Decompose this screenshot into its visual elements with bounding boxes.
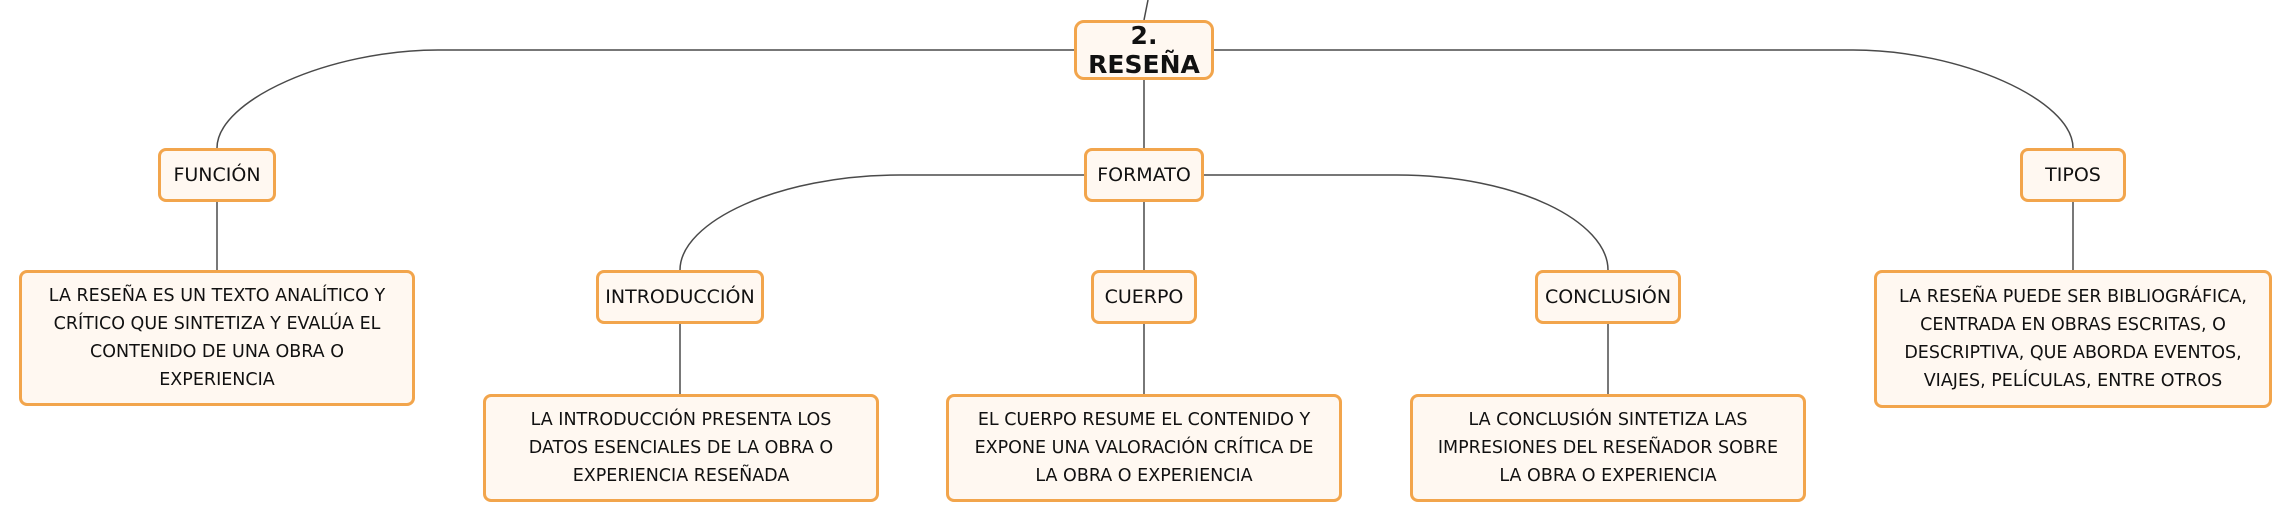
- root-node[interactable]: 2. RESEÑA: [1074, 20, 1214, 80]
- connector-parent-root: [1143, 0, 1149, 21]
- funcion-label: FUNCIÓN: [173, 164, 261, 186]
- funcion-desc-node[interactable]: LA RESEÑA ES UN TEXTO ANALÍTICO Y CRÍTIC…: [19, 270, 415, 406]
- conclusion-node[interactable]: CONCLUSIÓN: [1535, 270, 1681, 324]
- introduccion-desc: LA INTRODUCCIÓN PRESENTA LOS DATOS ESENC…: [528, 410, 834, 486]
- connector-root-tipos: [1214, 49, 2074, 149]
- tipos-label: TIPOS: [2045, 164, 2101, 186]
- connector-formato-introduccion: [679, 174, 1084, 271]
- formato-node[interactable]: FORMATO: [1084, 148, 1204, 202]
- introduccion-label: INTRODUCCIÓN: [605, 286, 755, 308]
- funcion-node[interactable]: FUNCIÓN: [158, 148, 276, 202]
- tipos-desc-node[interactable]: LA RESEÑA PUEDE SER BIBLIOGRÁFICA, CENTR…: [1874, 270, 2272, 408]
- conclusion-label: CONCLUSIÓN: [1544, 286, 1672, 308]
- introduccion-desc-node[interactable]: LA INTRODUCCIÓN PRESENTA LOS DATOS ESENC…: [483, 394, 879, 502]
- cuerpo-label: CUERPO: [1104, 286, 1184, 308]
- cuerpo-node[interactable]: CUERPO: [1091, 270, 1197, 324]
- connector-root-funcion: [216, 49, 1074, 149]
- root-label: 2. RESEÑA: [1088, 21, 1200, 79]
- tipos-node[interactable]: TIPOS: [2020, 148, 2126, 202]
- conclusion-desc-node[interactable]: LA CONCLUSIÓN SINTETIZA LAS IMPRESIONES …: [1410, 394, 1806, 502]
- introduccion-node[interactable]: INTRODUCCIÓN: [596, 270, 764, 324]
- cuerpo-desc: EL CUERPO RESUME EL CONTENIDO Y EXPONE U…: [974, 410, 1314, 486]
- tipos-desc: LA RESEÑA PUEDE SER BIBLIOGRÁFICA, CENTR…: [1899, 287, 2247, 391]
- formato-label: FORMATO: [1097, 164, 1191, 186]
- conclusion-desc: LA CONCLUSIÓN SINTETIZA LAS IMPRESIONES …: [1437, 410, 1779, 486]
- cuerpo-desc-node[interactable]: EL CUERPO RESUME EL CONTENIDO Y EXPONE U…: [946, 394, 1342, 502]
- connector-formato-conclusion: [1204, 174, 1609, 271]
- funcion-desc: LA RESEÑA ES UN TEXTO ANALÍTICO Y CRÍTIC…: [48, 286, 386, 390]
